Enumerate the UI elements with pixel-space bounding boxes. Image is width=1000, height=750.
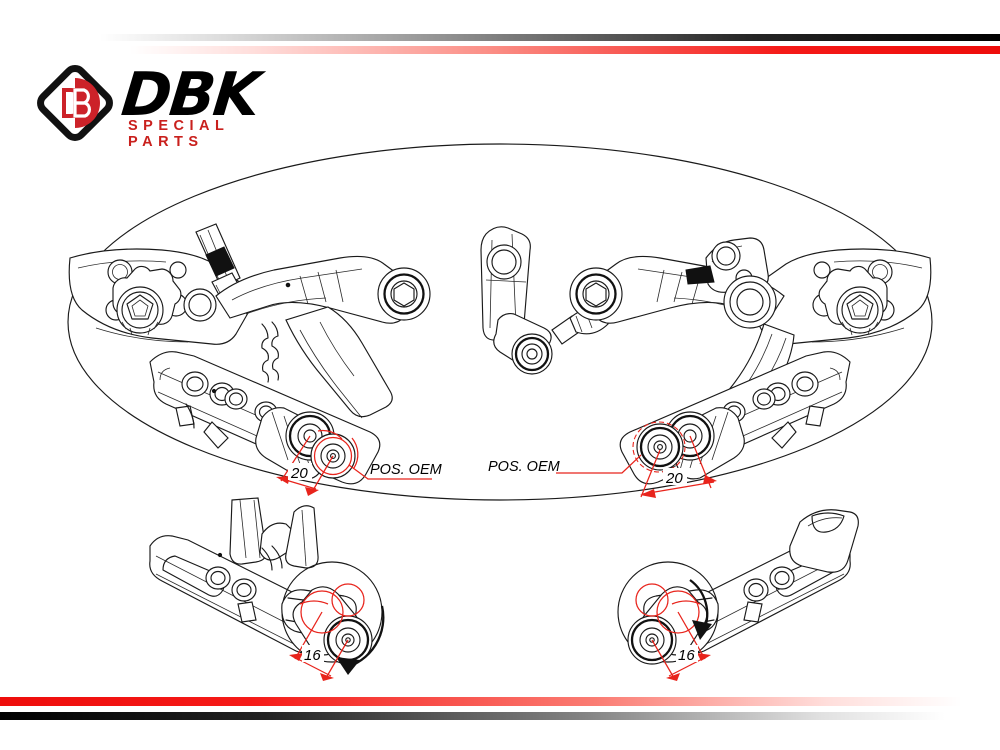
bottom-red-accent-bar — [0, 697, 962, 706]
top-red-accent-bar — [130, 46, 1000, 54]
bottom-dark-accent-bar — [0, 712, 945, 720]
callout-right-label: POS. OEM — [488, 459, 561, 475]
left-rearset-assembly — [68, 223, 431, 485]
dim-value-left-16: 16 — [304, 647, 321, 664]
detail-lower-right: 16 — [617, 509, 859, 681]
detail-lower-left: 16 — [149, 497, 385, 681]
main-view-oval-frame — [67, 143, 933, 501]
dim-value-right-16: 16 — [678, 647, 695, 664]
top-dark-accent-bar — [100, 34, 1000, 41]
right-rearset-assembly — [569, 237, 932, 485]
callout-left-label: POS. OEM — [370, 462, 443, 478]
callout-left-pos-oem: POS. OEM — [348, 462, 443, 480]
dbk-diamond-icon — [37, 65, 113, 141]
dim-value-left-20: 20 — [290, 465, 308, 482]
shift-linkage — [480, 226, 609, 375]
brand-tagline: SPECIAL PARTS — [128, 118, 230, 150]
dimension-left-20: 20 — [276, 435, 334, 496]
dimension-right-20: 20 — [640, 435, 717, 498]
callout-right-pos-oem: POS. OEM — [488, 454, 642, 475]
dim-value-right-20: 20 — [665, 470, 683, 487]
brand-logo: DBK SPECIAL PARTS — [30, 60, 290, 150]
